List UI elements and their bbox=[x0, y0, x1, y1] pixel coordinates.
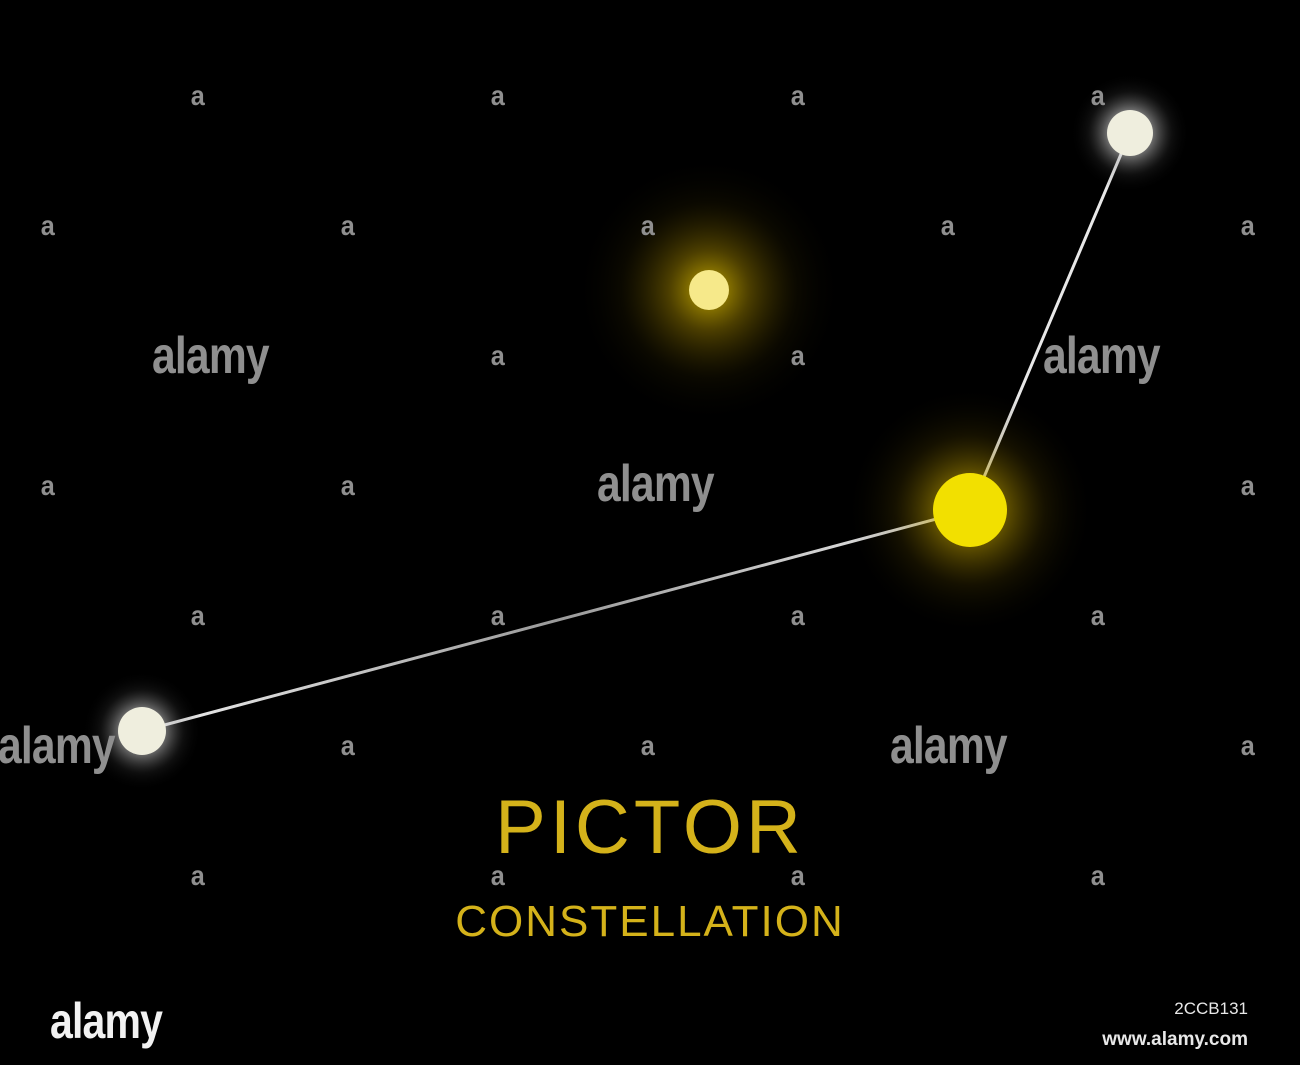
watermark-glyph: a bbox=[640, 730, 655, 761]
watermark-glyph: a bbox=[940, 210, 955, 241]
watermark-glyph: a bbox=[1240, 210, 1255, 241]
constellation-line-left bbox=[141, 508, 971, 733]
watermark-glyph: a bbox=[490, 600, 505, 631]
constellation-name: PICTOR bbox=[495, 785, 805, 870]
watermark-glyph: a bbox=[1240, 470, 1255, 501]
watermark-glyph: a bbox=[340, 470, 355, 501]
star-upper-right bbox=[1070, 73, 1190, 193]
watermark-word: alamy bbox=[890, 717, 1008, 775]
alamy-logo: alamy bbox=[50, 993, 163, 1049]
watermark-glyph: a bbox=[40, 210, 55, 241]
watermark-glyph: a bbox=[1240, 730, 1255, 761]
star-upper-middle bbox=[574, 155, 844, 425]
site-url: www.alamy.com bbox=[1102, 1029, 1248, 1050]
watermark-glyph: a bbox=[1090, 860, 1105, 891]
watermark-glyph: a bbox=[790, 340, 805, 371]
watermark-glyph: a bbox=[190, 600, 205, 631]
watermark-word: alamy bbox=[0, 717, 116, 775]
watermark-glyph: a bbox=[790, 860, 805, 891]
watermark-word: alamy bbox=[152, 327, 270, 385]
watermark-glyph: a bbox=[1090, 600, 1105, 631]
constellation-subtitle: CONSTELLATION bbox=[455, 897, 845, 946]
watermark-glyph: a bbox=[640, 210, 655, 241]
watermark-glyph: a bbox=[490, 340, 505, 371]
watermark-glyph: a bbox=[490, 80, 505, 111]
watermark-glyph: a bbox=[490, 860, 505, 891]
watermark-word: alamy bbox=[597, 455, 715, 513]
watermark-glyph: a bbox=[1090, 80, 1105, 111]
watermark-glyph: a bbox=[340, 210, 355, 241]
watermark-glyph: a bbox=[40, 470, 55, 501]
image-id: 2CCB131 bbox=[1174, 999, 1248, 1018]
watermark-glyph: a bbox=[790, 80, 805, 111]
watermark-glyph: a bbox=[190, 860, 205, 891]
watermark-glyph: a bbox=[790, 600, 805, 631]
watermark-glyph: a bbox=[190, 80, 205, 111]
star-left bbox=[82, 671, 202, 791]
watermark-word: alamy bbox=[1043, 327, 1161, 385]
star-center-right bbox=[845, 385, 1095, 635]
watermark-glyph: a bbox=[340, 730, 355, 761]
